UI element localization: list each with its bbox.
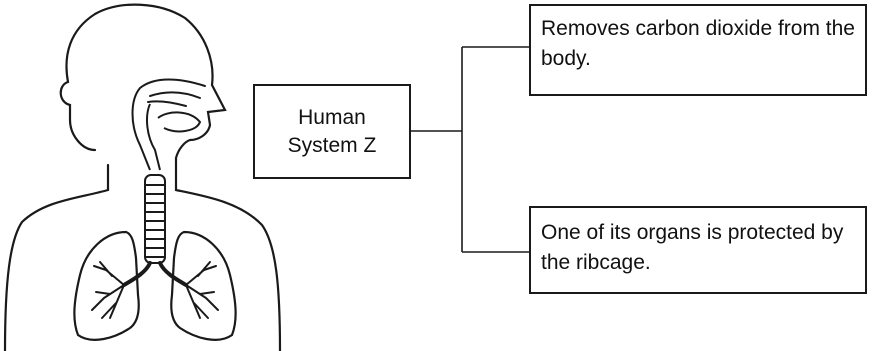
fact-box-carbon-dioxide: Removes carbon dioxide from the body. (529, 4, 867, 96)
left-lung (73, 230, 140, 341)
right-bronchial-tree (185, 261, 219, 319)
bronchi (122, 261, 188, 287)
nasal-cavity (139, 78, 206, 107)
body-outline-left (3, 163, 110, 351)
trachea (144, 174, 166, 264)
fact-text: One of its organs is protected by the ri… (541, 221, 844, 274)
human-respiratory-system-icon (3, 3, 282, 351)
pharynx (131, 87, 161, 171)
trachea-rings (145, 184, 165, 258)
system-box: Human System Z (253, 84, 411, 179)
system-label: Human System Z (287, 105, 377, 157)
fact-text: Removes carbon dioxide from the body. (541, 17, 855, 70)
body-outline (59, 3, 282, 351)
right-lung (170, 230, 237, 341)
oral-cavity (157, 111, 202, 133)
left-bronchial-tree (91, 261, 125, 319)
fact-box-ribcage: One of its organs is protected by the ri… (529, 206, 867, 294)
